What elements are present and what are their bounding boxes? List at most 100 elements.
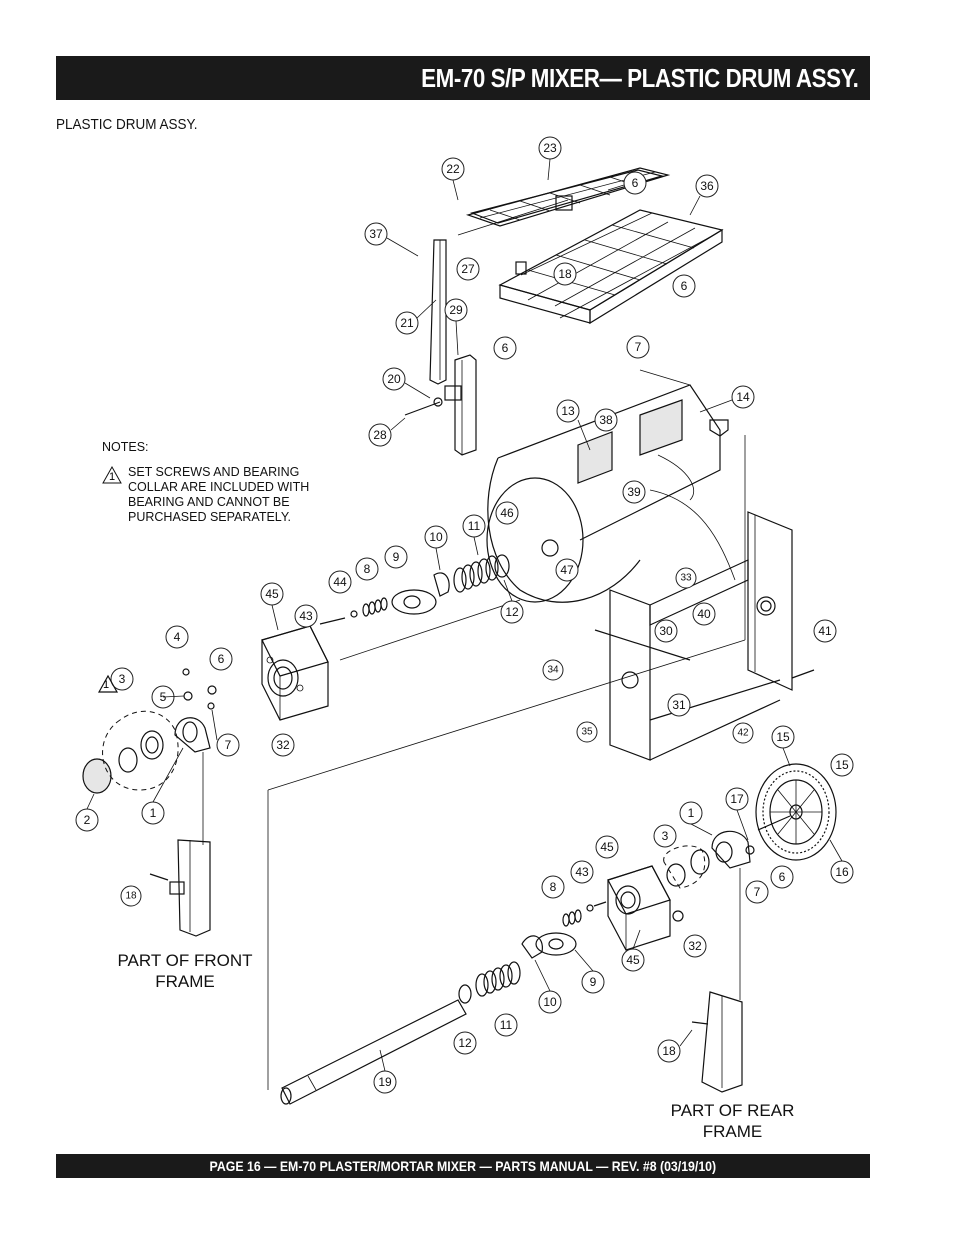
callout-35: 35	[576, 721, 598, 743]
svg-text:8: 8	[550, 880, 557, 894]
svg-text:43: 43	[575, 865, 589, 879]
callout-2: 2	[75, 808, 99, 832]
svg-text:7: 7	[635, 340, 642, 354]
svg-text:9: 9	[393, 550, 400, 564]
callout-22: 22	[441, 157, 465, 181]
svg-text:22: 22	[446, 162, 460, 176]
svg-text:11: 11	[500, 1018, 513, 1032]
callout-10: 10	[538, 990, 562, 1014]
drum-cover-grate	[465, 167, 671, 227]
callout-6: 6	[623, 171, 647, 195]
callout-47: 47	[555, 558, 579, 582]
callout-43: 43	[294, 604, 318, 628]
rear-bearing-housing	[607, 865, 684, 951]
callout-18: 18	[657, 1039, 681, 1063]
svg-text:1: 1	[109, 471, 115, 483]
svg-text:8: 8	[364, 562, 371, 576]
notes-title: NOTES:	[102, 440, 149, 454]
callout-27: 27	[456, 257, 480, 281]
lower-seal-stack	[458, 901, 607, 1004]
callout-46: 46	[495, 501, 519, 525]
svg-text:30: 30	[659, 624, 673, 638]
rear-pillow-block	[663, 830, 755, 1000]
svg-text:46: 46	[500, 506, 514, 520]
callout-6: 6	[209, 647, 233, 671]
drive-gear	[755, 763, 837, 861]
svg-text:32: 32	[276, 738, 290, 752]
svg-text:27: 27	[461, 262, 475, 276]
callout-6: 6	[672, 274, 696, 298]
svg-text:37: 37	[369, 227, 383, 241]
callout-29: 29	[444, 298, 468, 322]
callout-11: 11	[462, 514, 486, 538]
callout-33: 33	[675, 567, 697, 589]
svg-text:18: 18	[125, 891, 137, 902]
callout-4: 4	[165, 625, 189, 649]
page-title: EM-70 S/P MIXER— PLASTIC DRUM ASSY.	[420, 62, 859, 93]
callout-45: 45	[621, 948, 645, 972]
callout-7: 7	[745, 880, 769, 904]
callout-6: 6	[770, 865, 794, 889]
callout-8: 8	[355, 557, 379, 581]
svg-text:13: 13	[561, 404, 575, 418]
support-post	[404, 354, 477, 456]
svg-text:6: 6	[632, 176, 639, 190]
callout-37: 37	[364, 222, 388, 246]
side-plate	[747, 511, 815, 691]
front-bearing-housing	[261, 625, 329, 721]
svg-text:35: 35	[581, 727, 593, 738]
svg-text:18: 18	[558, 267, 572, 281]
callout-41: 41	[813, 619, 837, 643]
svg-text:42: 42	[737, 728, 749, 739]
leader-lines	[86, 158, 843, 1072]
svg-text:6: 6	[502, 341, 509, 355]
callout-42: 42	[732, 722, 754, 744]
svg-text:45: 45	[600, 840, 614, 854]
svg-text:29: 29	[449, 303, 463, 317]
callout-32: 32	[271, 733, 295, 757]
caption-rear-frame: PART OF REAR FRAME	[670, 1101, 795, 1141]
callout-1: 1	[141, 801, 165, 825]
svg-text:11: 11	[468, 519, 481, 533]
callout-36: 36	[695, 174, 719, 198]
callout-23: 23	[538, 136, 562, 160]
drum-body	[486, 369, 736, 603]
svg-text:12: 12	[458, 1036, 472, 1050]
svg-text:44: 44	[333, 575, 347, 589]
callout-20: 20	[382, 367, 406, 391]
svg-text:33: 33	[680, 573, 692, 584]
svg-text:38: 38	[599, 413, 613, 427]
callout-16: 16	[830, 860, 854, 884]
callout-12: 12	[500, 600, 524, 624]
front-frame-post	[149, 839, 211, 937]
footer-text: PAGE 16 — EM-70 PLASTER/MORTAR MIXER — P…	[209, 1158, 717, 1174]
callout-44: 44	[328, 570, 352, 594]
callout-39: 39	[622, 480, 646, 504]
callout-32: 32	[683, 934, 707, 958]
footer-bar: PAGE 16 — EM-70 PLASTER/MORTAR MIXER — P…	[56, 1154, 870, 1178]
rear-frame-post	[691, 991, 743, 1093]
callout-31: 31	[667, 693, 691, 717]
header-bar: EM-70 S/P MIXER— PLASTIC DRUM ASSY.	[56, 56, 870, 100]
callout-45: 45	[260, 582, 284, 606]
svg-text:15: 15	[776, 730, 790, 744]
callout-30: 30	[654, 619, 678, 643]
front-pillow-block	[82, 668, 217, 845]
note-triangle-marker: 1	[97, 674, 119, 693]
frame-bracket	[594, 559, 781, 761]
callout-3: 3	[110, 667, 134, 691]
svg-text:1: 1	[688, 806, 695, 820]
callout-34: 34	[542, 659, 564, 681]
svg-text:12: 12	[505, 605, 519, 619]
callout-40: 40	[692, 602, 716, 626]
svg-text:17: 17	[730, 792, 744, 806]
svg-text:18: 18	[662, 1044, 676, 1058]
callout-18: 18	[120, 885, 142, 907]
callout-18: 18	[553, 262, 577, 286]
svg-text:6: 6	[779, 870, 786, 884]
callout-6: 6	[493, 336, 517, 360]
svg-text:41: 41	[818, 624, 832, 638]
callout-7: 7	[216, 733, 240, 757]
svg-text:45: 45	[626, 953, 640, 967]
